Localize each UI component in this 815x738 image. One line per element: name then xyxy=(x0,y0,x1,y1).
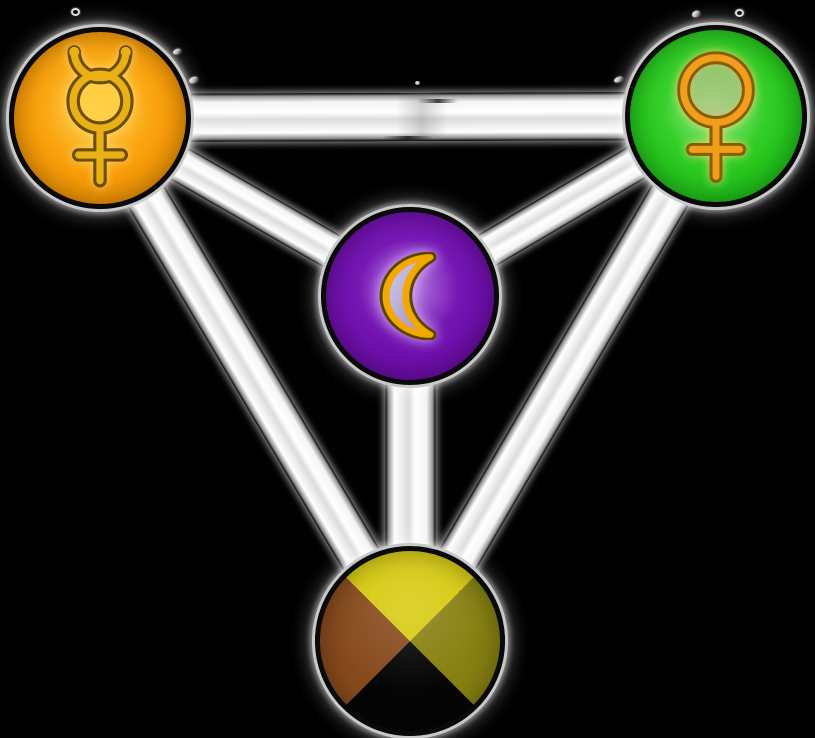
metal-speck xyxy=(691,9,701,19)
node-venus xyxy=(625,25,807,207)
moon-icon xyxy=(379,252,437,340)
metal-speck xyxy=(613,75,624,84)
node-moon xyxy=(321,207,499,385)
venus-icon xyxy=(677,51,755,183)
tube-seam-mark xyxy=(418,99,458,103)
mercury-icon xyxy=(66,45,134,188)
metal-speck xyxy=(735,9,744,17)
node-earth xyxy=(315,546,505,736)
tube-seam-mark xyxy=(383,136,433,140)
metal-speck xyxy=(172,47,182,56)
metal-speck xyxy=(188,75,199,85)
metal-speck xyxy=(71,8,80,16)
metal-speck xyxy=(415,81,420,85)
node-mercury xyxy=(9,27,191,209)
